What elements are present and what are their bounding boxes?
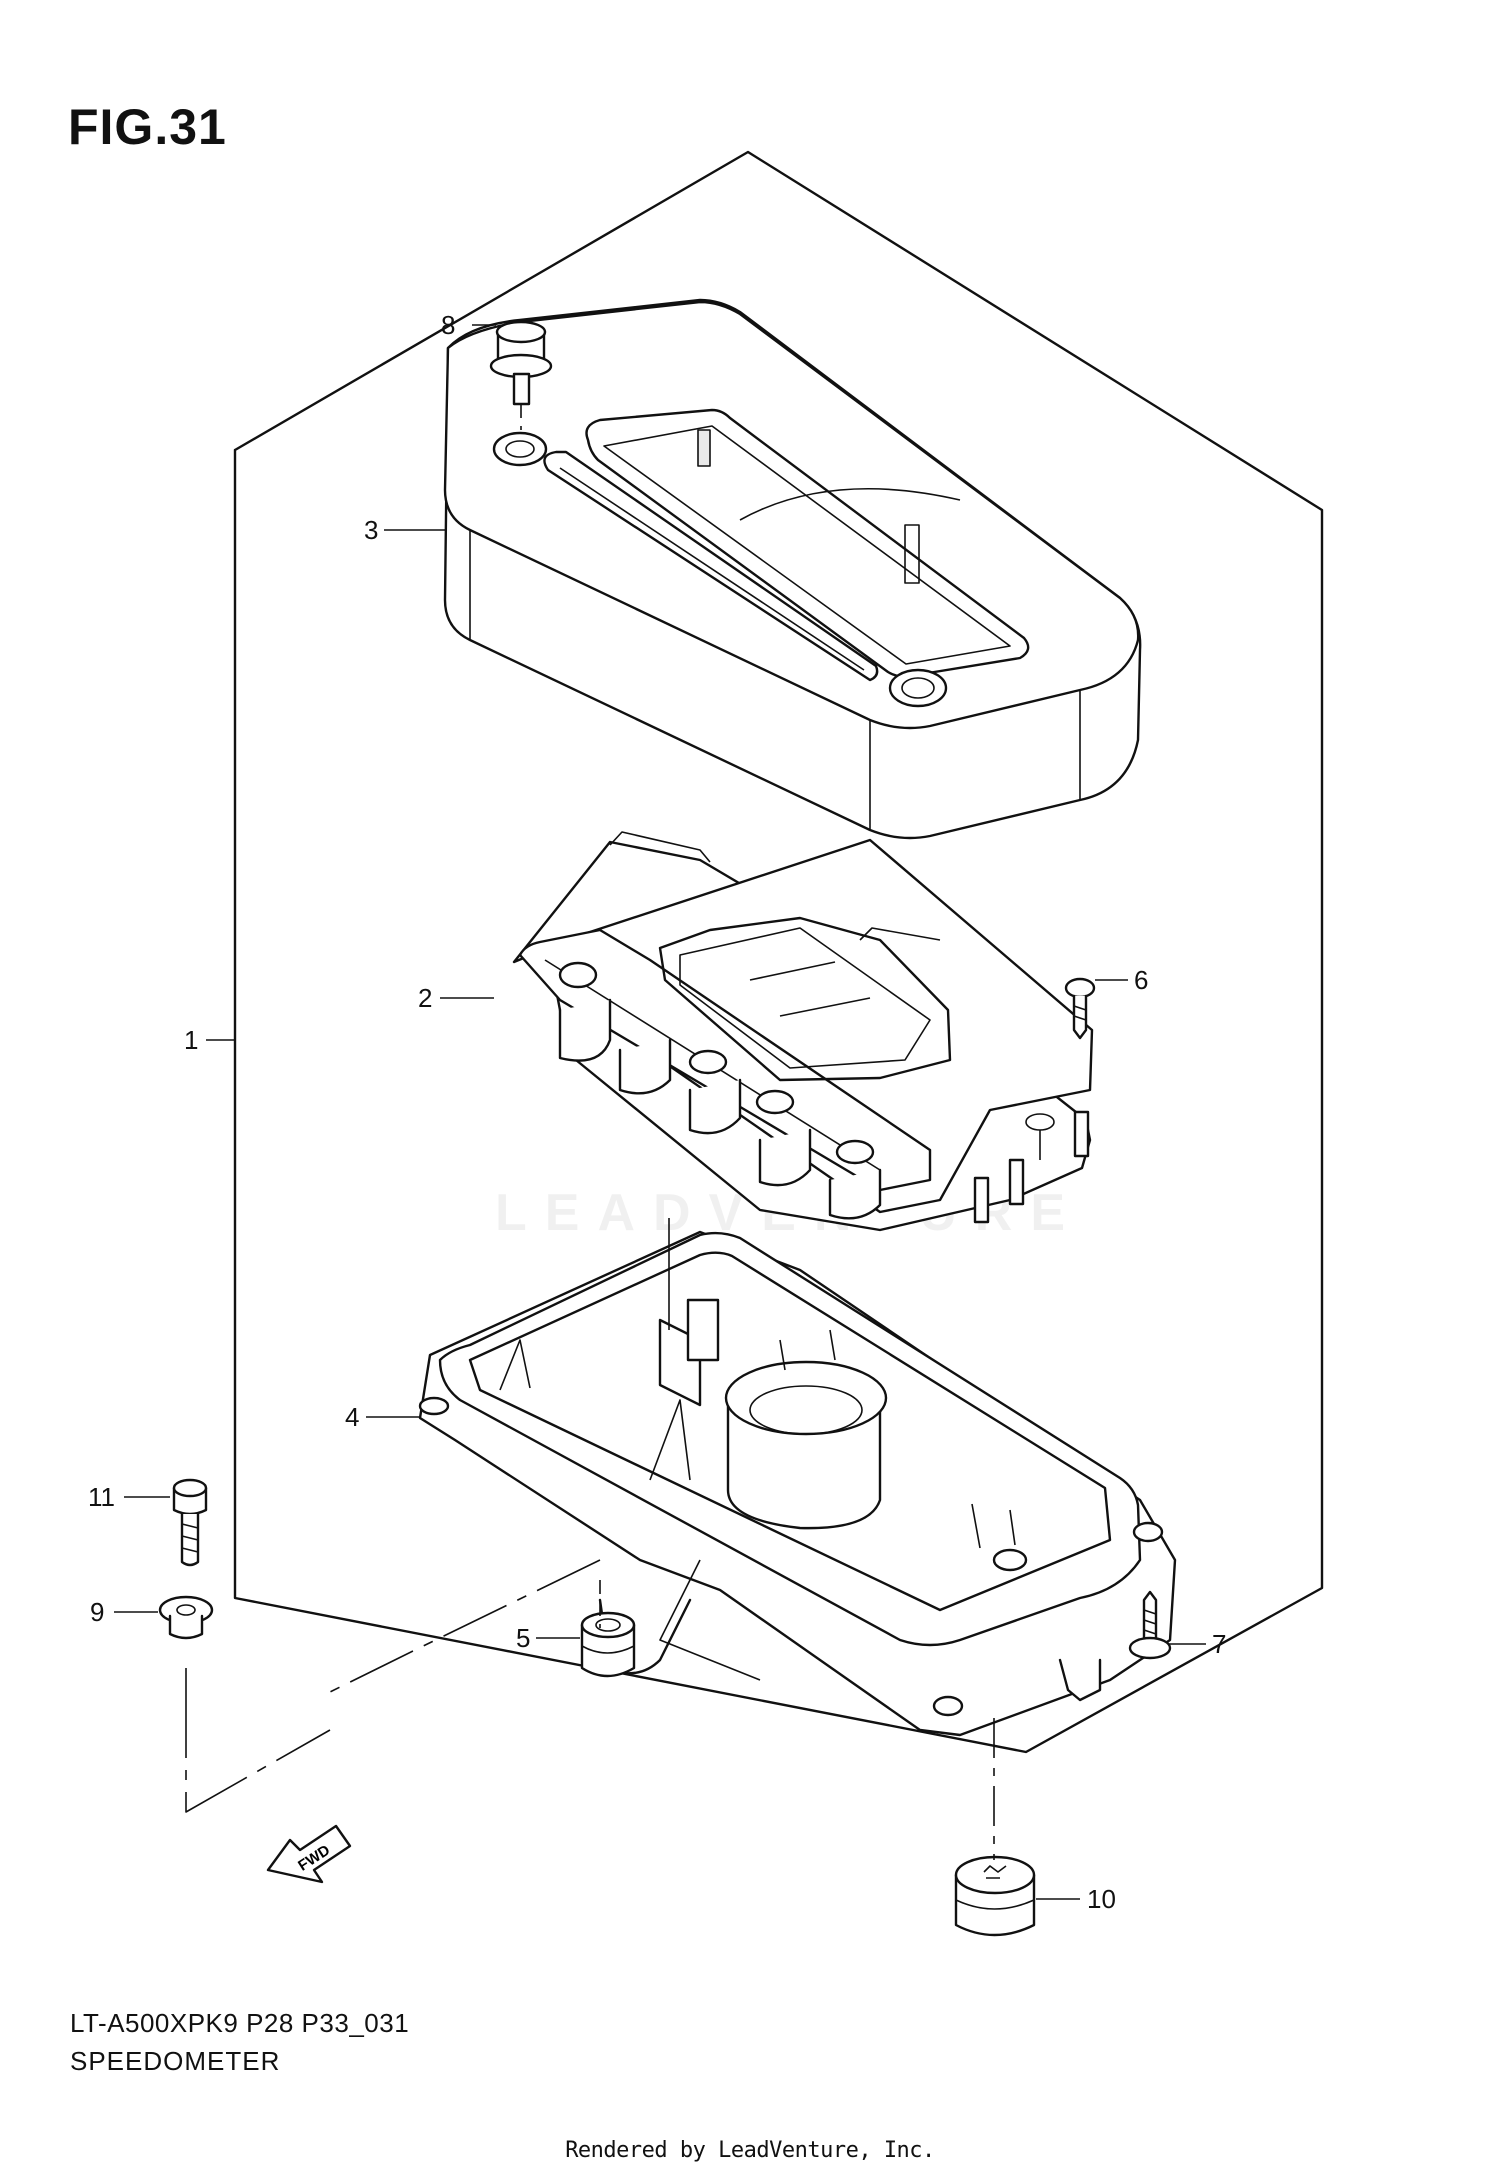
diagram-caption: SPEEDOMETER: [70, 2046, 281, 2076]
callout-6: 6: [1134, 965, 1148, 995]
callout-labels: 1 2 3 4 5 6 7 8 9 10 11: [88, 310, 1226, 1914]
part-2-meter-unit: [512, 831, 1094, 1232]
part-9-collar: [158, 1595, 214, 1640]
fwd-arrow-icon: FWD: [266, 1824, 352, 1884]
part-8-screw: [489, 320, 553, 430]
callout-9: 9: [90, 1597, 104, 1627]
part-5-grommet: [580, 1611, 636, 1678]
figure-title: FIG.31: [68, 99, 227, 155]
callout-leaders: [114, 324, 1206, 1900]
part-3-bezel: [443, 298, 1142, 840]
callout-1: 1: [184, 1025, 198, 1055]
part-10-grommet: [954, 1855, 1036, 1937]
callout-5: 5: [516, 1623, 530, 1653]
assembly-boundary: [233, 150, 1324, 1754]
assembly-centerlines: [185, 1218, 995, 1860]
callout-4: 4: [345, 1402, 359, 1432]
diagram-model-code: LT-A500XPK9 P28 P33_031: [70, 2008, 410, 2038]
part-11-bolt: [172, 1478, 208, 1567]
callout-3: 3: [364, 515, 378, 545]
callout-7: 7: [1212, 1629, 1226, 1659]
callout-11: 11: [88, 1482, 115, 1512]
callout-2: 2: [418, 983, 432, 1013]
part-6-screw: [1064, 977, 1096, 1040]
callout-8: 8: [441, 310, 455, 340]
part-7-screw: [1128, 1590, 1172, 1660]
part-4-case: [418, 1230, 1177, 1737]
callout-10: 10: [1087, 1884, 1116, 1914]
render-credit: Rendered by LeadVenture, Inc.: [565, 2138, 935, 2163]
